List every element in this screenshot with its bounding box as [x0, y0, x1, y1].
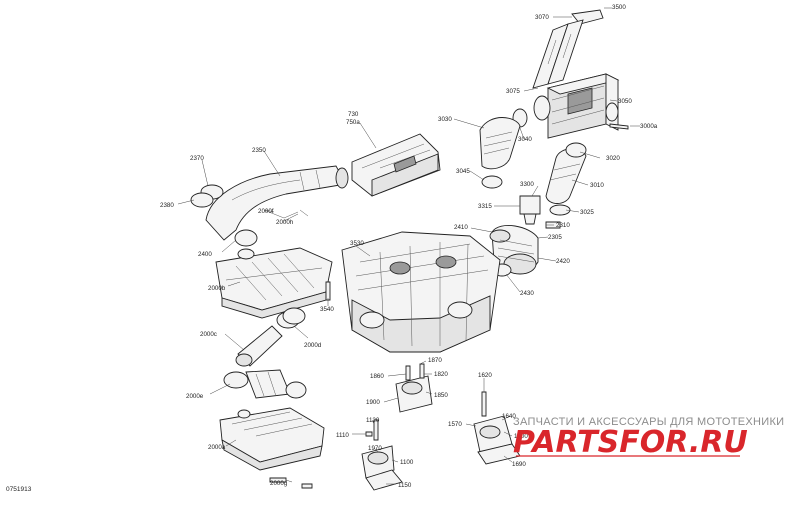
callout-2430: 2430: [520, 290, 534, 297]
clamp-2370: [190, 184, 224, 208]
engine-mount-1850: [395, 363, 433, 413]
callout-2000e: 2000e: [186, 393, 204, 400]
callout-3025: 3025: [580, 209, 594, 216]
callout-3045: 3045: [456, 168, 470, 175]
callout-2350: 2350: [252, 147, 266, 154]
hose-3010: [545, 142, 587, 216]
callout-2000d: 2000d: [304, 342, 322, 349]
callout-3540: 3540: [320, 306, 334, 313]
callout-3020: 3020: [606, 155, 620, 162]
air-duct-2350: [205, 165, 349, 247]
callout-2380: 2380: [160, 202, 174, 209]
watermark-tagline: ЗАПЧАСТИ И АКСЕССУАРЫ ДЛЯ МОТОТЕХНИКИ: [513, 416, 784, 428]
callout-2000c: 2000c: [200, 331, 217, 338]
leader-lines: [177, 7, 640, 485]
callout-1600: 1600: [514, 433, 528, 440]
callout-2305: 2305: [548, 234, 562, 241]
callout-2000a: 2000a: [208, 444, 226, 451]
callout-1850: 1850: [434, 392, 448, 399]
callout-1620: 1620: [478, 372, 492, 379]
callout-2420: 2420: [556, 258, 570, 265]
bracket-2000f: [263, 209, 309, 219]
callout-3010: 3010: [590, 182, 604, 189]
callout-1690: 1690: [512, 461, 526, 468]
oil-pan-2000a: [219, 407, 325, 471]
callout-2000h: 2000h: [276, 219, 294, 226]
hose-2000e: [223, 369, 307, 399]
callout-1820: 1820: [434, 371, 448, 378]
callout-1970: 1970: [368, 445, 382, 452]
callout-3530: 3530: [350, 240, 364, 247]
intake-tube-2000c: [235, 307, 306, 367]
callout-3040: 3040: [518, 136, 532, 143]
callout-1640: 1640: [502, 413, 516, 420]
callout-3000a: 3000a: [640, 123, 658, 130]
intercooler-3050: [533, 73, 620, 139]
engine-block: [341, 231, 501, 353]
callout-labels: 3070 3500 3075 3050 3000a 3030 3040 3020…: [160, 4, 658, 489]
bolt-3000a: [609, 123, 629, 130]
callout-2000f: 2000f: [258, 208, 274, 215]
engine-cover-730: [351, 133, 441, 197]
bolt-2000g: [269, 477, 313, 489]
callout-1870: 1870: [428, 357, 442, 364]
callout-3030: 3030: [438, 116, 452, 123]
sensor-3300: [519, 195, 541, 225]
callout-2410: 2410: [454, 224, 468, 231]
hose-3030: [479, 117, 521, 189]
callout-1570: 1570: [448, 421, 462, 428]
callout-2310: 2310: [556, 222, 570, 229]
watermark-logo: PARTSFOR.RU: [513, 425, 748, 460]
figure-id: 0751913: [6, 486, 32, 493]
callout-1900: 1900: [366, 399, 380, 406]
callout-1150: 1150: [398, 482, 412, 489]
intake-manifold-2000b: [215, 247, 333, 319]
callout-3075: 3075: [506, 88, 520, 95]
callout-3300: 3300: [520, 181, 534, 188]
callout-730: 730: [348, 111, 359, 118]
callout-1860: 1860: [370, 373, 384, 380]
callout-2370: 2370: [190, 155, 204, 162]
svg-text:PARTSFOR.RU: PARTSFOR.RU: [513, 425, 748, 460]
callout-1120: 1120: [366, 417, 380, 424]
callout-3500: 3500: [612, 4, 626, 11]
callout-3070: 3070: [535, 14, 549, 21]
callout-1110: 1110: [336, 432, 349, 439]
engine-mount-1100: [361, 419, 403, 491]
callout-3315: 3315: [478, 203, 492, 210]
callout-3050: 3050: [618, 98, 632, 105]
callout-2400: 2400: [198, 251, 212, 258]
engine-mount-1600: [473, 391, 521, 465]
callout-1100: 1100: [400, 459, 414, 466]
mounting-bracket-3070: [532, 9, 604, 89]
callout-750a: 750a: [346, 119, 360, 126]
callout-2000g: 2000g: [270, 480, 288, 487]
bolt-3540: [325, 281, 331, 301]
callout-2000b: 2000b: [208, 285, 226, 292]
